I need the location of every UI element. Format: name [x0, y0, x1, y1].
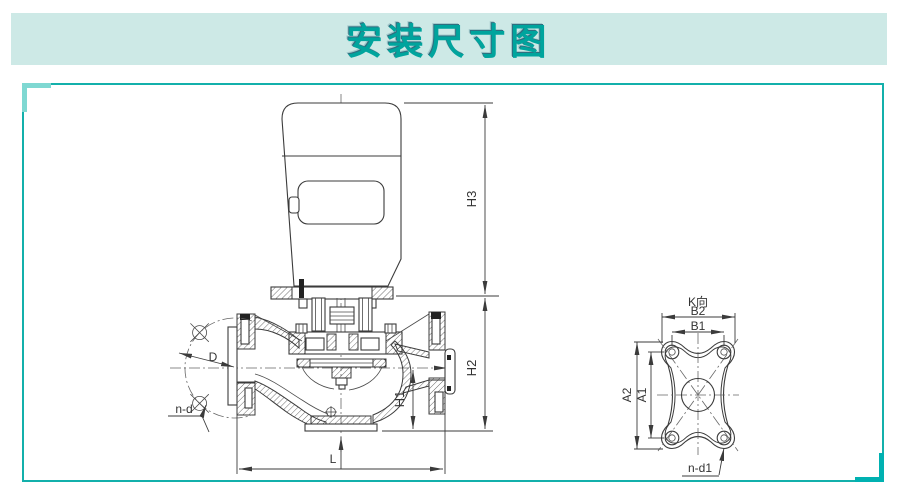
bolt-hole-symbol-top [192, 325, 208, 341]
suction-flange-section [227, 313, 256, 416]
dim-label-b1: B1 [691, 319, 706, 333]
pump-base-section [304, 415, 378, 432]
discharge-flange-section [428, 311, 456, 415]
dim-label-l: L [330, 452, 337, 466]
plate-center-bore [680, 377, 716, 413]
pump-bracket-section [288, 323, 403, 355]
dim-label-h1: H1 [392, 391, 407, 408]
k-view-label: K向 [688, 294, 708, 309]
dim-label-n-d: n-d [175, 402, 192, 416]
drawing-frame: D n-d H3 H2 H1 [22, 83, 884, 482]
dimensions-main-view: H3 H2 H1 L [236, 102, 499, 474]
frame-corner-accent-topleft [22, 83, 51, 112]
dim-label-a1: A1 [635, 387, 649, 402]
motor-section [270, 102, 402, 309]
motor-nameplate [297, 180, 385, 225]
dim-label-h3: H3 [464, 191, 479, 208]
dim-label-a2: A2 [620, 387, 634, 402]
title-banner: 安装尺寸图 [11, 13, 887, 65]
dim-label-b2: B2 [691, 304, 706, 318]
volute-casing-section [254, 313, 430, 431]
pump-installation-drawing: D n-d H3 H2 H1 [168, 94, 739, 477]
dim-label-d: D [209, 350, 218, 364]
dim-label-n-d1: n-d1 [688, 461, 712, 475]
bolt-circle-callout: D n-d [168, 317, 253, 433]
coupling-stool-section [311, 297, 373, 333]
dim-label-h2: H2 [464, 360, 479, 377]
frame-corner-accent-bottomright [855, 453, 884, 482]
k-view-flange-plate: K向 [620, 294, 739, 477]
page-title: 安装尺寸图 [346, 21, 552, 62]
